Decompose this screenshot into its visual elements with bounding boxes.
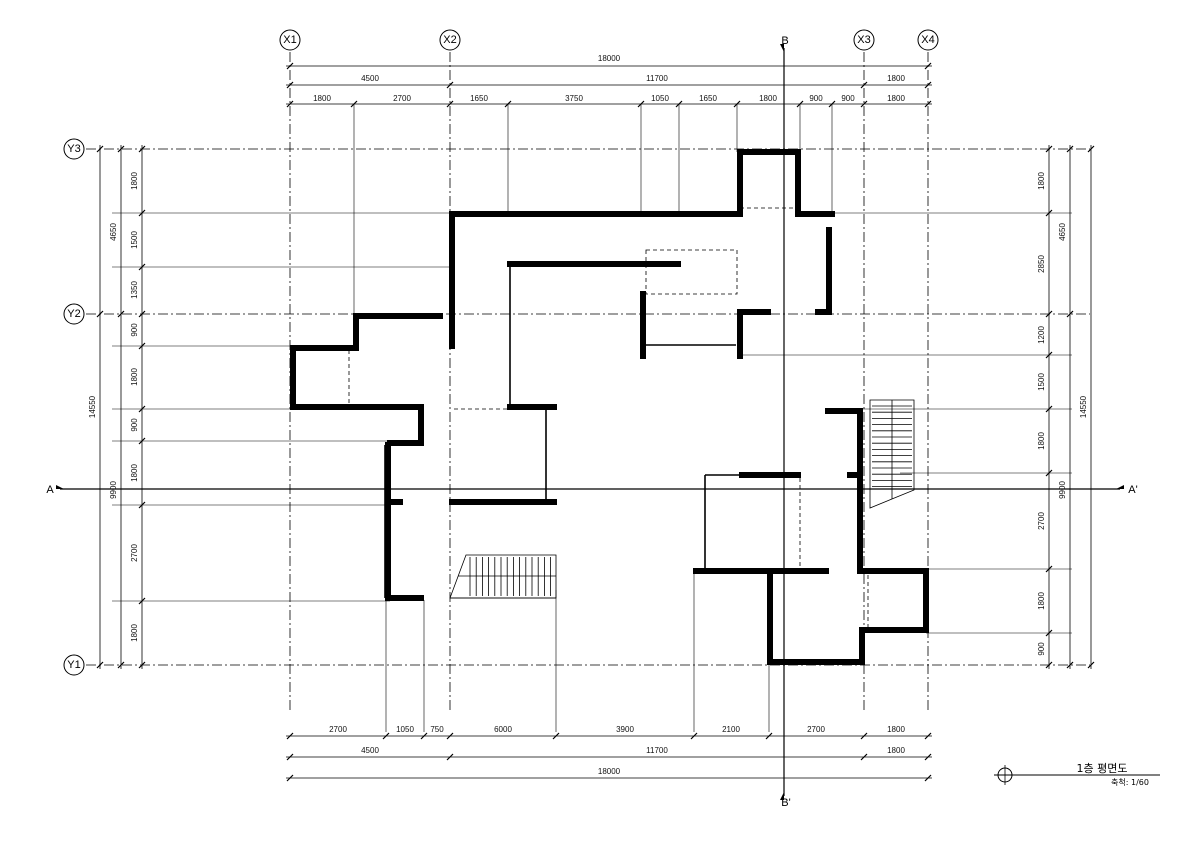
left-dim-inner: 1800: [130, 624, 139, 642]
right-dim-inner: 2850: [1037, 255, 1046, 273]
building-walls: [290, 149, 929, 665]
svg-text:X3: X3: [857, 34, 870, 46]
svg-text:X2: X2: [443, 34, 456, 46]
right-dim-inner: 1800: [1037, 592, 1046, 610]
drawing-scale: 축척: 1/60: [1111, 778, 1149, 787]
top-dim-r2: 2700: [393, 94, 411, 103]
section-a-left-label: A: [46, 484, 54, 496]
left-dim-inner: 900: [130, 418, 139, 432]
left-dim-outer: 14550: [88, 395, 97, 418]
svg-text:X4: X4: [921, 34, 934, 46]
left-dim-inner: 1800: [130, 172, 139, 190]
stair-upper: [869, 399, 915, 509]
right-dim-inner: 1800: [1037, 432, 1046, 450]
bottom-dim-r2: 2100: [722, 725, 740, 734]
bottom-dim-r2: 2700: [807, 725, 825, 734]
section-a-right-label: A': [1128, 484, 1137, 496]
left-dim-inner: 1800: [130, 464, 139, 482]
bottom-dim-r2: 1050: [396, 725, 414, 734]
bottom-dim-overall: 18000: [598, 767, 621, 776]
grid-bubble-x3: X3: [853, 29, 875, 51]
top-dim-r2: 1050: [651, 94, 669, 103]
section-cut-a: A A': [46, 484, 1137, 496]
left-dim-inner: 2700: [130, 544, 139, 562]
section-cut-b: B B': [780, 35, 791, 809]
grid-bubble-y2: Y2: [63, 303, 85, 325]
top-dim-r2: 900: [809, 94, 823, 103]
left-dim-inner: 900: [130, 323, 139, 337]
grid-bubble-x2: X2: [439, 29, 461, 51]
top-dim-r2: 1650: [699, 94, 717, 103]
top-dim-r2: 900: [841, 94, 855, 103]
right-dim-inner: 1200: [1037, 326, 1046, 344]
bottom-dim-r2: 3900: [616, 725, 634, 734]
svg-text:Y1: Y1: [67, 659, 80, 671]
top-dim-r2: 1800: [313, 94, 331, 103]
hidden-lines: [348, 207, 869, 628]
top-dim-r2: 1800: [759, 94, 777, 103]
top-dim-r2: 1800: [887, 94, 905, 103]
stair-lower: [449, 554, 557, 599]
section-b-top-label: B: [781, 35, 788, 47]
right-dim-inner: 1500: [1037, 373, 1046, 391]
right-dim-outer: 14550: [1079, 395, 1088, 418]
top-dim-overall: 18000: [598, 54, 621, 63]
right-dim-outer: 9900: [1058, 481, 1067, 499]
bottom-dimensions: 2700 1050 750 6000 3900 2100 2700 1800 4…: [286, 725, 932, 782]
grid-lines: [86, 52, 1090, 710]
section-b-bottom-label: B': [781, 797, 790, 809]
right-dim-inner: 900: [1037, 642, 1046, 656]
top-dim-r2: 3750: [565, 94, 583, 103]
right-dim-outer: 4650: [1058, 223, 1067, 241]
left-dimensions: 4650 14550 9900 1800 1500 1350 900 1800 …: [88, 145, 146, 669]
bottom-dim-r2: 6000: [494, 725, 512, 734]
title-block: 1층 평면도 축척: 1/60: [994, 762, 1160, 787]
left-dim-inner: 1800: [130, 368, 139, 386]
top-dim-r1: 4500: [361, 74, 379, 83]
right-dim-inner: 2700: [1037, 512, 1046, 530]
grid-bubble-x4: X4: [917, 29, 939, 51]
right-dimensions: 1800 2850 1200 1500 1800 2700 1800 900 4…: [1037, 145, 1095, 669]
left-dim-inner: 1500: [130, 231, 139, 249]
left-dim-outer: 4650: [109, 223, 118, 241]
bottom-dim-r1: 1800: [887, 746, 905, 755]
top-dim-r1: 11700: [646, 74, 668, 83]
extension-lines: [112, 104, 1072, 732]
grid-bubble-y1: Y1: [63, 654, 85, 676]
svg-text:Y3: Y3: [67, 143, 80, 155]
bottom-dim-r2: 1800: [887, 725, 905, 734]
bottom-dim-r1: 4500: [361, 746, 379, 755]
grid-bubble-x1: X1: [279, 29, 301, 51]
svg-text:Y2: Y2: [67, 308, 80, 320]
left-dim-inner: 1350: [130, 281, 139, 299]
bottom-dim-r2: 750: [430, 725, 444, 734]
svg-text:X1: X1: [283, 34, 296, 46]
bottom-dim-r1: 11700: [646, 746, 668, 755]
top-dimensions: 18000 4500 11700 1800 1800 2700 1650 375…: [286, 54, 932, 108]
right-dim-inner: 1800: [1037, 172, 1046, 190]
left-dim-outer: 9900: [109, 481, 118, 499]
bottom-dim-r2: 2700: [329, 725, 347, 734]
top-dim-r2: 1650: [470, 94, 488, 103]
grid-bubble-y3: Y3: [63, 138, 85, 160]
drawing-title: 1층 평면도: [1077, 762, 1128, 775]
top-dim-r1: 1800: [887, 74, 905, 83]
thin-lines: [384, 264, 742, 598]
